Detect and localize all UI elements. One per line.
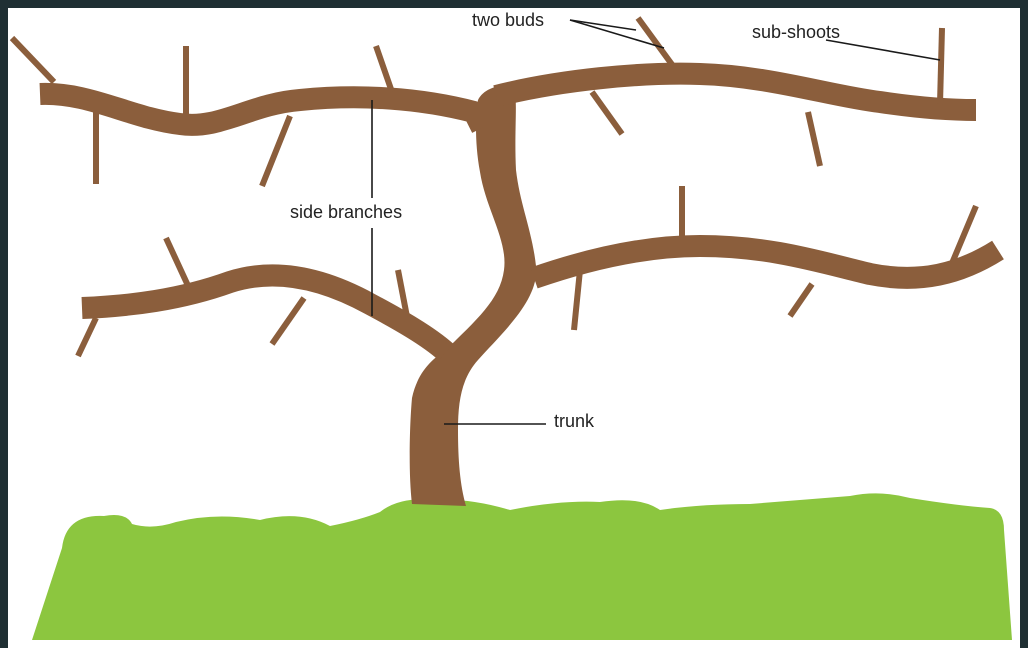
tree-pruning-diagram: two buds sub-shoots side branches trunk — [8, 8, 1020, 648]
side-branch-lower-right — [534, 246, 998, 278]
side-branch-upper-left — [40, 94, 482, 128]
side-branch-upper-right — [496, 74, 976, 110]
sub-shoot — [592, 92, 622, 134]
sub-shoot — [12, 38, 54, 82]
leader-sub-shoots — [826, 40, 940, 60]
side-branch-lower-left — [82, 276, 446, 352]
label-side-branches: side branches — [290, 202, 402, 222]
diagram-canvas: two buds sub-shoots side branches trunk — [8, 8, 1020, 648]
sub-shoot — [808, 112, 820, 166]
trunk — [410, 86, 537, 506]
grass-ground — [32, 493, 1012, 640]
label-trunk: trunk — [554, 411, 595, 431]
sub-shoot — [638, 18, 676, 70]
label-sub-shoots: sub-shoots — [752, 22, 840, 42]
sub-shoot — [376, 46, 392, 92]
sub-shoot — [574, 270, 580, 330]
sub-shoot — [262, 116, 290, 186]
sub-shoot — [790, 284, 812, 316]
label-two-buds: two buds — [472, 10, 544, 30]
sub-shoot — [272, 298, 304, 344]
leader-two-buds-1 — [570, 20, 636, 30]
sub-shoot — [78, 318, 96, 356]
sub-shoot — [166, 238, 190, 290]
sub-shoot — [940, 28, 942, 104]
